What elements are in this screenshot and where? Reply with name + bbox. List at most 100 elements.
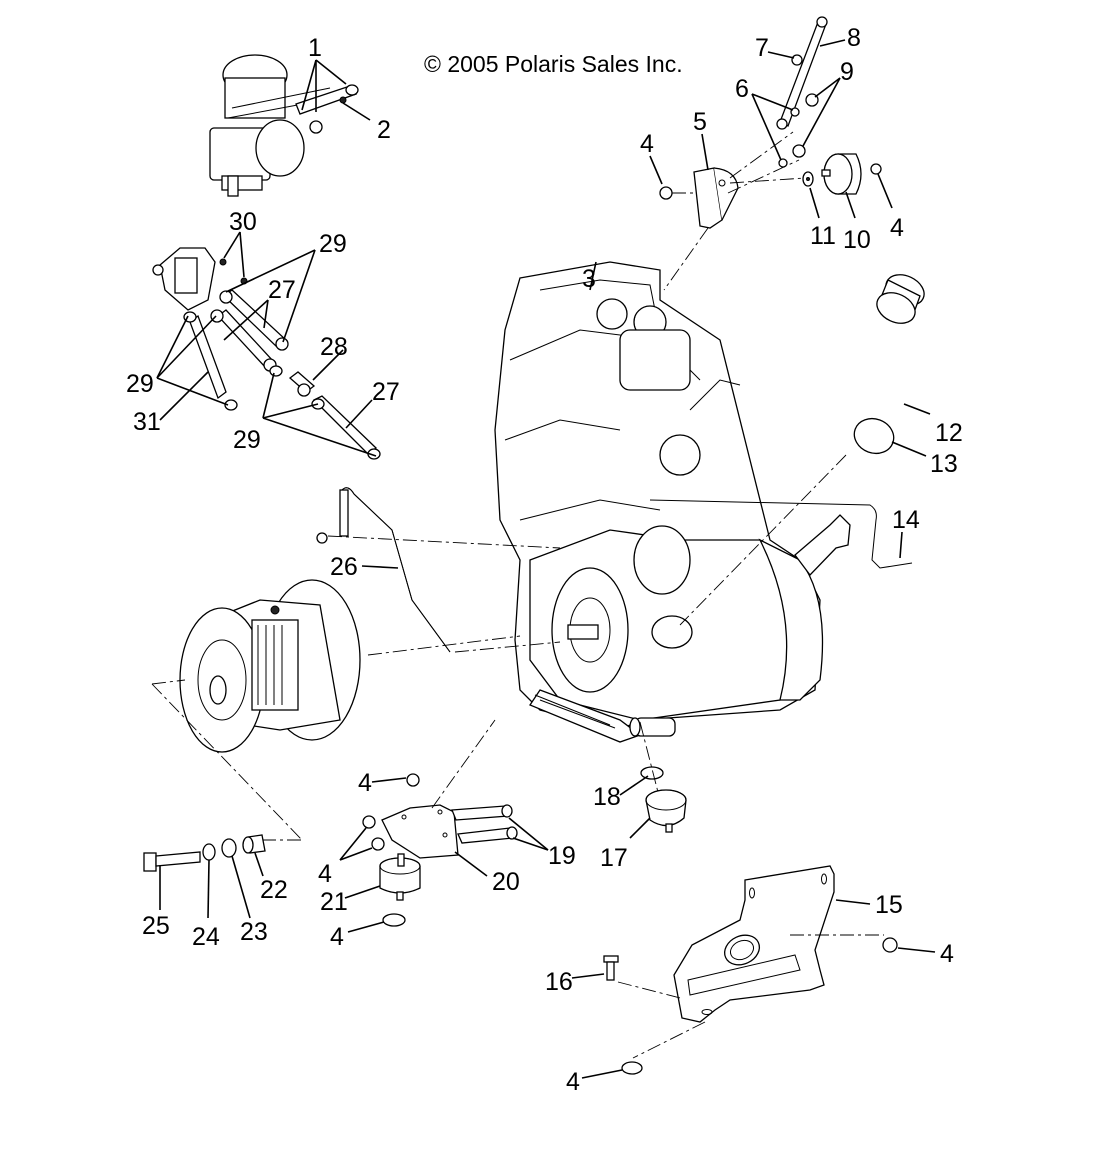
leader-27-lower [345,399,373,429]
leader-4e [347,921,385,933]
leader-10 [845,191,856,219]
leader-2 [342,102,371,121]
callout-4-c: 4 [358,769,372,797]
filter-28[interactable] [288,371,316,397]
bolt-16[interactable] [603,955,619,981]
leader-7 [767,51,795,59]
fuel-pump-drawing[interactable] [152,247,216,311]
callout-30: 30 [229,208,257,236]
callout-29-left: 29 [126,370,154,398]
callout-24: 24 [192,923,220,951]
engine-mount-plate-15[interactable] [673,865,835,1023]
callout-15: 15 [875,891,903,919]
nut-4-front-left[interactable] [362,815,376,829]
leader-4f [897,947,936,953]
hose-27-middle[interactable] [210,309,277,372]
clutch-drawing[interactable] [179,579,361,753]
hose-31[interactable] [183,311,238,411]
carburetor-drawing[interactable] [209,54,359,197]
hose-27-lower[interactable] [311,395,381,460]
nut-4-plate-right[interactable] [882,937,898,953]
leader-4c [371,777,407,783]
callout-23: 23 [240,918,268,946]
leader-18 [619,775,649,796]
intake-boot-12[interactable] [872,269,929,329]
leader-13 [891,441,927,457]
callout-27-top: 27 [268,276,296,304]
nut-4-front-bottom[interactable] [382,913,406,927]
bushing-7 [791,54,803,66]
leader-8 [819,39,846,47]
nut-4-front-top[interactable] [406,773,420,787]
copyright-text: © 2005 Polaris Sales Inc. [424,51,683,77]
leader-12 [903,403,931,415]
callout-8: 8 [847,24,861,52]
callout-28: 28 [320,333,348,361]
callout-1: 1 [308,34,322,62]
callout-4-a: 4 [640,130,654,158]
vent-hose-14[interactable] [649,499,913,569]
nut-4-plate-bottom[interactable] [621,1061,643,1075]
leader-11 [809,187,820,219]
leader-16 [571,973,605,979]
callout-29-top: 29 [319,230,347,258]
callout-22: 22 [260,876,288,904]
leader-4a [649,155,663,185]
nut-4-front-low[interactable] [371,837,385,851]
callout-26: 26 [330,553,358,581]
callout-4-e: 4 [330,923,344,951]
leader-4b [877,173,893,209]
callout-16: 16 [545,968,573,996]
leader-3 [589,261,597,291]
callout-18: 18 [593,783,621,811]
bracket-5-drawing[interactable] [693,167,739,229]
spacer-22[interactable] [242,834,266,854]
leader-17 [629,817,651,839]
leader-1 [301,59,347,112]
leader-26 [361,565,399,569]
washer-24[interactable] [202,843,216,861]
leader-15 [835,899,871,905]
leader-19 [508,817,549,851]
leader-21 [344,885,381,899]
callout-7: 7 [755,34,769,62]
callout-14: 14 [892,506,920,534]
callout-27-lower: 27 [372,378,400,406]
callout-9: 9 [840,58,854,86]
clamp-13[interactable] [849,413,898,459]
leader-23 [231,855,251,919]
fitting-30a [219,258,227,266]
engine-drawing[interactable] [494,261,851,743]
leader-29-lower [262,372,377,457]
front-mount-bracket-20[interactable] [381,804,459,859]
callout-17: 17 [600,844,628,872]
nut-9b [792,144,806,158]
breather-tube-26[interactable] [316,487,451,653]
callout-31: 31 [133,408,161,436]
nut-4-right-top[interactable] [870,163,882,175]
callout-6: 6 [735,75,749,103]
hose-27-upper[interactable] [219,289,289,351]
callout-21: 21 [320,888,348,916]
callout-29-lower: 29 [233,426,261,454]
nut-4-left-top[interactable] [659,186,673,200]
callout-25: 25 [142,912,170,940]
leader-6 [751,93,794,161]
link-rod-8[interactable] [776,16,828,130]
clutch-bolt-25[interactable] [143,851,201,872]
callout-19: 19 [548,842,576,870]
washer-18[interactable] [640,766,664,780]
leader-31 [159,371,209,421]
washer-23[interactable] [221,838,237,858]
leader-27-top [223,299,269,341]
rubber-mount-17[interactable] [645,789,687,833]
leader-30 [223,231,245,278]
mount-10[interactable] [821,153,862,195]
callout-11: 11 [810,222,836,250]
callout-10: 10 [843,226,871,254]
leader-4g [581,1069,623,1079]
rubber-mount-21[interactable] [379,853,421,901]
studs-19[interactable] [451,804,518,844]
callout-5: 5 [693,108,707,136]
